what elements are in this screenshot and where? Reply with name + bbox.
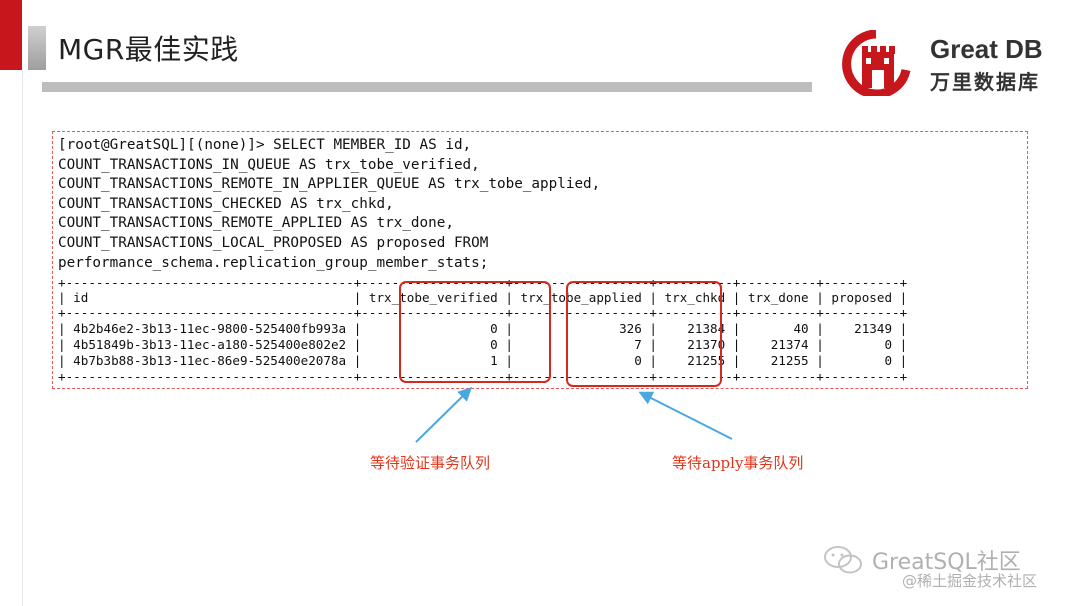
- title-underline: [42, 82, 812, 92]
- wechat-icon: [824, 546, 862, 574]
- command-line: COUNT_TRANSACTIONS_REMOTE_IN_APPLIER_QUE…: [58, 176, 601, 193]
- table-border-mid: +--------------------------------------+…: [58, 305, 908, 320]
- highlight-box-trx-tobe-verified: [399, 281, 551, 383]
- greatdb-logo: Great DB 万里数据库: [826, 30, 1066, 96]
- table-row: | 4b51849b-3b13-11ec-a180-525400e802e2 |…: [58, 337, 908, 352]
- command-line: COUNT_TRANSACTIONS_IN_QUEUE AS trx_tobe_…: [58, 156, 480, 173]
- slide-title: MGR最佳实践: [58, 33, 239, 66]
- terminal-output-frame: [52, 131, 1028, 389]
- annotation-apply-queue: 等待apply事务队列: [672, 454, 804, 472]
- command-line: COUNT_TRANSACTIONS_LOCAL_PROPOSED AS pro…: [58, 234, 489, 251]
- sql-command: [root@GreatSQL][(none)]> SELECT MEMBER_I…: [58, 136, 600, 273]
- command-line: performance_schema.replication_group_mem…: [58, 254, 489, 271]
- logo-brand-cn-text: 万里数据库: [930, 70, 1040, 94]
- command-line: COUNT_TRANSACTIONS_CHECKED AS trx_chkd,: [58, 195, 394, 212]
- command-line: [root@GreatSQL][(none)]> SELECT MEMBER_I…: [58, 137, 472, 153]
- table-row: | 4b2b46e2-3b13-11ec-9800-525400fb993a |…: [58, 321, 908, 336]
- table-header-row: | id | trx_tobe_verified | trx_tobe_appl…: [58, 290, 908, 305]
- highlight-box-trx-tobe-applied: [566, 281, 722, 387]
- arrow-to-verify-box: [415, 387, 472, 443]
- table-row: | 4b7b3b88-3b13-11ec-86e9-525400e2078a |…: [58, 353, 908, 368]
- greatdb-logo-icon: [842, 30, 911, 96]
- watermark-greatsql: GreatSQL社区: [872, 550, 1021, 575]
- watermark-juejin: @稀土掘金技术社区: [902, 572, 1038, 590]
- header-accent-bar: [0, 0, 22, 70]
- annotation-verify-queue: 等待验证事务队列: [370, 454, 491, 472]
- command-line: COUNT_TRANSACTIONS_REMOTE_APPLIED AS trx…: [58, 215, 454, 232]
- arrow-to-apply-box: [638, 391, 733, 440]
- title-marker: [28, 26, 46, 70]
- left-margin-line: [22, 70, 23, 606]
- logo-brand-text: Great DB: [930, 34, 1043, 64]
- table-border-bottom: +--------------------------------------+…: [58, 369, 908, 384]
- query-result-table: +--------------------------------------+…: [58, 275, 907, 395]
